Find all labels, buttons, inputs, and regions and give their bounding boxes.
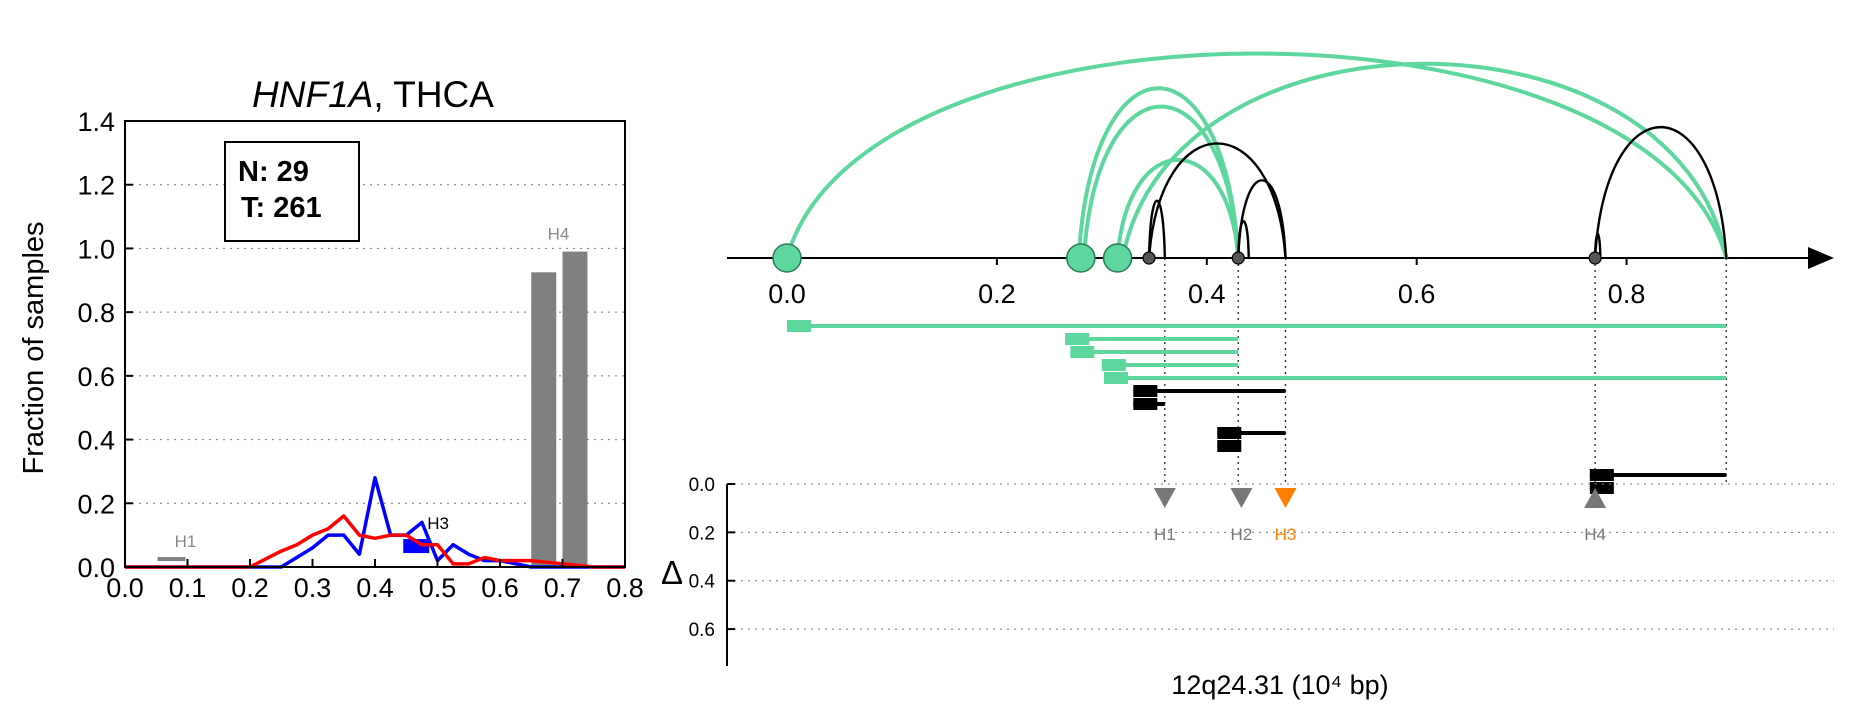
histogram-y-tick-label: 0.2 <box>77 489 115 519</box>
histogram-haplotype-markers: H1 H3 H4 <box>157 225 570 562</box>
delta-haplotype-markers: H1 H2 H3 H4 <box>1153 488 1607 544</box>
histogram-y-tick-label: 0.0 <box>77 553 115 583</box>
counts-box-frame <box>224 141 360 242</box>
isoform-segment-start <box>1103 372 1128 384</box>
junction-arc <box>1237 220 1250 259</box>
histogram-marker-label: H3 <box>427 514 449 533</box>
haplotype-triangle <box>1153 488 1176 508</box>
breakpoint-node-large <box>1066 243 1096 273</box>
genome-axis-tick-label: 0.2 <box>978 279 1016 309</box>
histogram-title-gene: HNF1A <box>252 74 373 115</box>
histogram-y-tick-label: 0.6 <box>77 362 115 392</box>
genome-axis-tick-label: 0.4 <box>1188 279 1226 309</box>
histogram-x-tick-label: 0.5 <box>419 573 457 603</box>
genome-axis-tick-label: 0.0 <box>768 279 806 309</box>
tumor-count: T: 261 <box>241 192 322 224</box>
junction-arc <box>1593 125 1728 259</box>
histogram-marker-bar <box>157 557 186 562</box>
isoform-segment-start <box>1101 359 1126 371</box>
histogram-y-ticks: 0.0 0.2 0.4 0.6 0.8 1.0 1.2 1.4 <box>77 107 133 583</box>
haplotype-label: H4 <box>1584 525 1606 544</box>
haplotype-triangle <box>1584 488 1607 508</box>
histogram-x-tick-label: 0.0 <box>106 573 144 603</box>
genome-axis-tick-label: 0.6 <box>1398 279 1436 309</box>
genome-axis-ticks: 0.0 0.2 0.4 0.6 0.8 <box>768 258 1645 309</box>
delta-tick-label: 0.4 <box>689 572 716 593</box>
isoform-segment-start <box>1133 385 1158 397</box>
histogram-y-tick-label: 0.4 <box>77 426 115 456</box>
histogram-title-cohort: , THCA <box>373 74 494 115</box>
histogram-x-tick-label: 0.2 <box>231 573 269 603</box>
histogram-x-tick-label: 0.3 <box>294 573 332 603</box>
genome-axis-label: 12q24.31 (10⁴ bp) <box>1171 670 1388 700</box>
genome-axis-arrowhead <box>1808 247 1834 269</box>
breakpoint-node-small <box>1231 251 1245 265</box>
normal-count: N: 29 <box>238 156 309 188</box>
isoform-segment-start <box>787 320 811 332</box>
junction-arcs <box>785 51 1729 259</box>
counts-box: N: 29 T: 261 <box>224 141 360 242</box>
histogram-x-ticks: 0.0 0.1 0.2 0.3 0.4 0.5 0.6 0.7 0.8 <box>106 559 644 603</box>
junction-arc <box>1593 232 1602 259</box>
isoform-segments <box>787 320 1727 494</box>
haplotype-triangle <box>1230 488 1253 508</box>
histogram-panel: HNF1A, THCA Fraction of samples H1 H3 H4 0… <box>18 74 644 603</box>
isoform-segment-start <box>1217 440 1242 452</box>
junction-arc <box>1115 157 1241 259</box>
delta-panel: 0.0 0.2 0.4 0.6 Δ H1 H2 H3 H4 <box>661 475 1834 666</box>
haplotype-triangle <box>1274 488 1297 508</box>
histogram-x-tick-label: 0.8 <box>606 573 644 603</box>
delta-tick-label: 0.0 <box>689 475 715 496</box>
histogram-marker-label: H1 <box>175 532 197 551</box>
isoform-segment-start <box>1065 333 1090 345</box>
histogram-y-tick-label: 0.8 <box>77 298 115 328</box>
histogram-marker-label: H4 <box>548 225 570 244</box>
histogram-y-tick-label: 1.2 <box>77 171 115 201</box>
histogram-marker-bar <box>403 539 430 554</box>
histogram-bar <box>531 272 557 567</box>
histogram-y-tick-label: 1.4 <box>77 107 115 137</box>
histogram-y-axis-label: Fraction of samples <box>18 221 50 474</box>
isoform-segment-start <box>1070 346 1095 358</box>
junction-arc <box>1120 61 1729 259</box>
breakpoint-node-small <box>1142 251 1156 265</box>
delta-axis-label: Δ <box>661 554 683 591</box>
delta-tick-label: 0.6 <box>689 620 715 641</box>
junction-arc <box>785 51 1729 259</box>
histogram-y-tick-label: 1.0 <box>77 234 115 264</box>
histogram-bars <box>531 251 588 567</box>
haplotype-label: H1 <box>1154 525 1176 544</box>
haplotype-label: H2 <box>1231 525 1253 544</box>
isoform-segment-start <box>1589 469 1614 481</box>
histogram-x-tick-label: 0.4 <box>356 573 394 603</box>
histogram-title: HNF1A, THCA <box>252 74 494 115</box>
histogram-x-tick-label: 0.1 <box>169 573 207 603</box>
haplotype-label: H3 <box>1275 525 1297 544</box>
delta-grid: 0.0 0.2 0.4 0.6 <box>689 475 1834 641</box>
breakpoint-node-large <box>1102 243 1133 273</box>
delta-tick-label: 0.2 <box>689 523 715 544</box>
junction-arc <box>1147 199 1167 259</box>
breakpoint-node-small <box>1588 251 1602 265</box>
histogram-series-lines <box>125 476 625 569</box>
histogram-series-line <box>125 514 625 569</box>
junction-arc <box>1082 104 1241 259</box>
histogram-bar <box>562 251 588 567</box>
isoform-segment-start <box>1133 398 1158 410</box>
breakpoint-node-large <box>772 243 802 273</box>
junction-arc <box>1237 179 1287 259</box>
genome-axis-tick-label: 0.8 <box>1608 279 1646 309</box>
breakpoint-nodes <box>772 243 1602 273</box>
histogram-x-tick-label: 0.7 <box>544 573 582 603</box>
isoform-segment-start <box>1217 427 1242 439</box>
histogram-x-tick-label: 0.6 <box>481 573 519 603</box>
